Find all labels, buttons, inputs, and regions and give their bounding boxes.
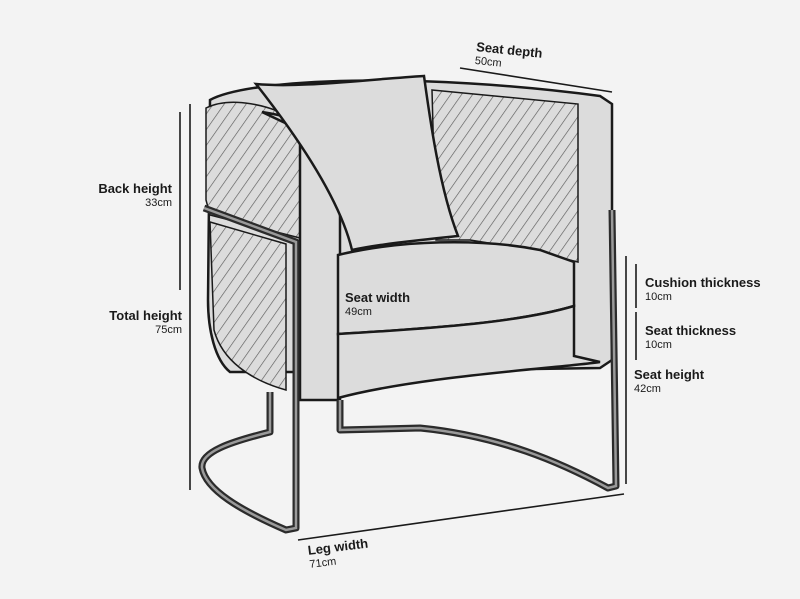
- dimension-lines: [179, 67, 637, 541]
- seat-thickness-label: Seat thickness 10cm: [645, 323, 737, 352]
- total-height-label: Total height 75cm: [109, 308, 182, 337]
- seat-width-label: Seat width 49cm: [345, 290, 411, 319]
- cushion-thickness-name: Cushion thickness: [645, 275, 761, 290]
- back-pillow: [253, 74, 460, 252]
- seat-width-name: Seat width: [345, 290, 411, 305]
- back-height-label: Back height 33cm: [98, 181, 172, 210]
- back-height-name: Back height: [98, 181, 172, 196]
- seat-height-value: 42cm: [634, 382, 661, 395]
- seat-base: [336, 304, 601, 400]
- seat-width-value: 49cm: [345, 305, 372, 318]
- leg-width-line: [297, 493, 625, 541]
- seat-thickness-value: 10cm: [645, 338, 672, 351]
- back-height-value: 33cm: [145, 196, 172, 209]
- total-height-name: Total height: [109, 308, 182, 323]
- seat-height-name: Seat height: [634, 367, 705, 382]
- total-height-value: 75cm: [155, 323, 182, 336]
- seat-height-label: Seat height 42cm: [634, 367, 705, 396]
- chair-left-side: [205, 101, 301, 239]
- seat-thickness-name: Seat thickness: [645, 323, 737, 338]
- seat-depth-line: [459, 67, 613, 93]
- cushion-thickness-value: 10cm: [645, 290, 672, 303]
- chair-left-arm-lower: [209, 220, 287, 391]
- cushion-thickness-label: Cushion thickness 10cm: [645, 275, 761, 304]
